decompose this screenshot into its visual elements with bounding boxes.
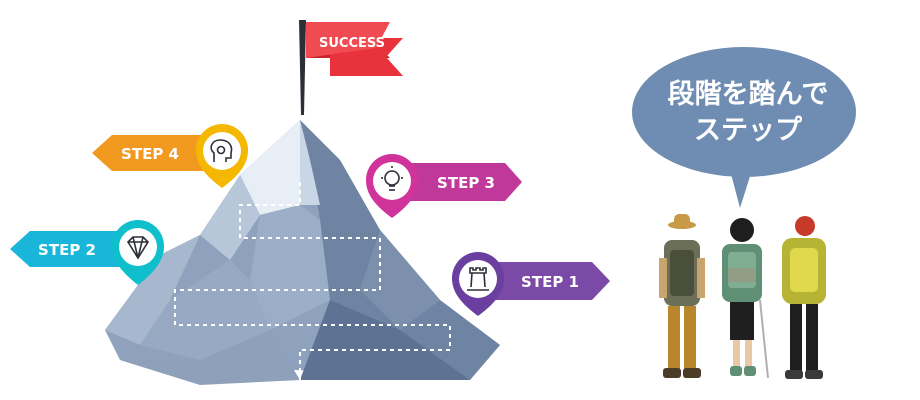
step-4-label: STEP 4 <box>121 145 179 163</box>
speech-bubble-line-1: 段階を踏んで <box>668 79 829 110</box>
flag-label: SUCCESS <box>319 36 385 51</box>
step-2-marker: STEP 2 <box>10 220 164 285</box>
hiker-1 <box>659 214 705 378</box>
speech-bubble: 段階を踏んで ステップ <box>632 47 856 208</box>
brain-gear-icon <box>210 139 233 162</box>
mountain <box>105 120 500 385</box>
step-3-marker: STEP 3 <box>366 154 522 218</box>
lightbulb-gear-icon <box>381 166 403 191</box>
chess-rook-icon <box>467 267 489 291</box>
step-4-marker: STEP 4 <box>92 124 248 188</box>
step-1-marker: STEP 1 <box>452 252 610 316</box>
speech-bubble-line-2: ステップ <box>694 115 803 146</box>
step-2-label: STEP 2 <box>38 241 96 259</box>
hiker-3 <box>782 216 826 379</box>
diamond-icon <box>126 236 150 260</box>
hiker-2 <box>722 218 769 379</box>
hikers <box>659 214 826 379</box>
step-3-label: STEP 3 <box>437 174 495 192</box>
step-1-label: STEP 1 <box>521 273 579 291</box>
dashed-trail <box>174 178 451 380</box>
success-flag: SUCCESS <box>299 20 403 115</box>
